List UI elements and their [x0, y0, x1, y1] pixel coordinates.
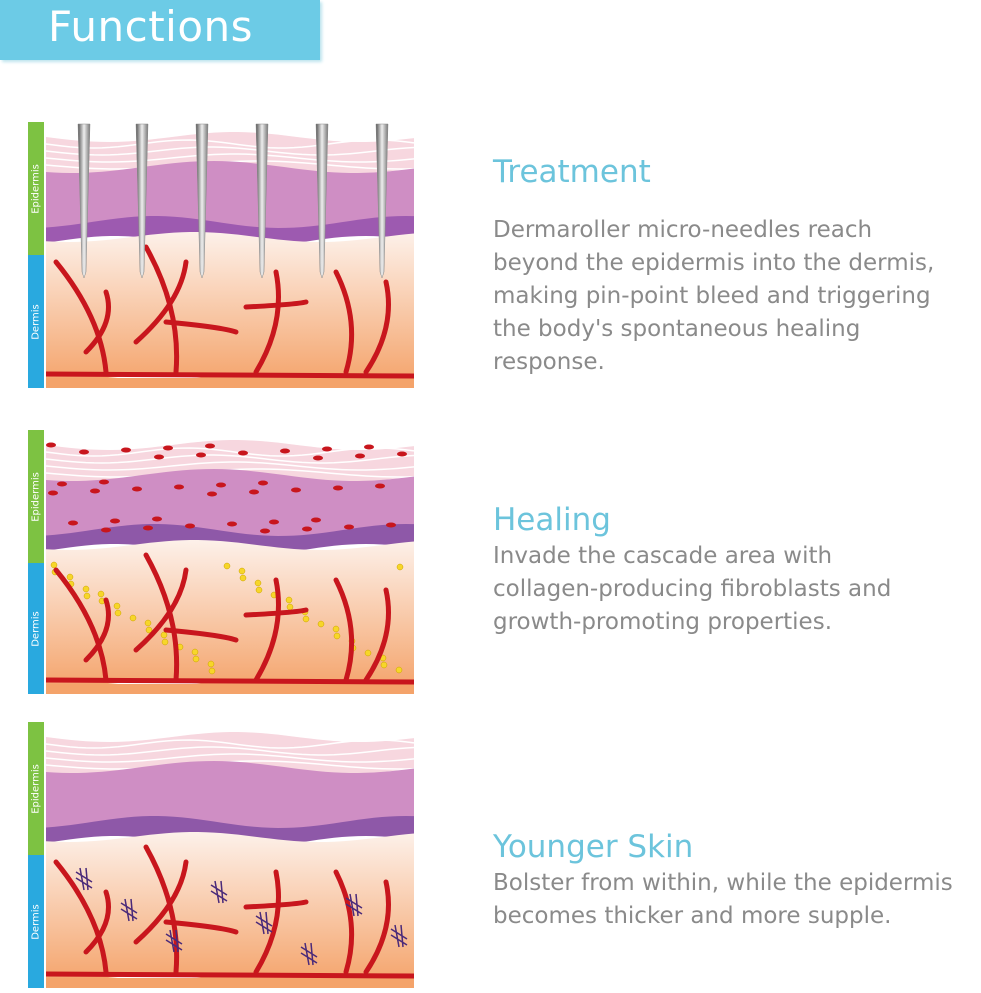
treatment-section: Treatment Dermaroller micro-needles reac… — [493, 152, 981, 379]
dermis-label-bar: Dermis — [28, 255, 44, 388]
epidermis-label: Epidermis — [30, 763, 42, 814]
epidermis-label: Epidermis — [30, 163, 42, 214]
page-title: Functions — [48, 2, 254, 51]
epidermis-label-bar: Epidermis — [28, 122, 44, 255]
treatment-diagram: Epidermis Dermis — [28, 122, 414, 388]
section-title: Healing — [493, 502, 611, 538]
body-line: response. — [493, 349, 605, 375]
body-line: Dermaroller micro-needles reach — [493, 217, 873, 243]
skin-healing-illustration — [46, 430, 414, 694]
body-line: Invade the cascade area with — [493, 543, 833, 569]
body-line: growth-promoting properties. — [493, 609, 833, 635]
epidermis-label: Epidermis — [30, 471, 42, 522]
body-line: collagen-producing fibroblasts and — [493, 576, 892, 602]
skin-needles-illustration — [46, 122, 414, 388]
title-banner: Functions — [0, 0, 320, 60]
younger-skin-diagram: Epidermis Dermis — [28, 722, 414, 988]
dermis-label: Dermis — [30, 610, 42, 647]
dermis-label: Dermis — [30, 303, 42, 340]
section-body: Dermaroller micro-needles reach beyond th… — [493, 214, 981, 379]
body-line: becomes thicker and more supple. — [493, 903, 892, 929]
dermis-label-bar: Dermis — [28, 563, 44, 694]
younger-skin-section: Younger Skin Bolster from within, while … — [493, 827, 981, 933]
epidermis-label-bar: Epidermis — [28, 430, 44, 563]
skin-younger-illustration — [46, 722, 414, 988]
dermis-label-bar: Dermis — [28, 855, 44, 988]
healing-section: Healing Invade the cascade area with coll… — [493, 500, 981, 639]
section-title: Younger Skin — [493, 829, 694, 865]
body-line: the body's spontaneous healing — [493, 316, 861, 342]
body-line: making pin-point bleed and triggering — [493, 283, 931, 309]
section-body: Invade the cascade area with collagen-pro… — [493, 540, 981, 639]
healing-diagram: Epidermis Dermis — [28, 430, 414, 694]
section-body: Bolster from within, while the epidermis… — [493, 867, 981, 933]
body-line: beyond the epidermis into the dermis, — [493, 250, 935, 276]
epidermis-label-bar: Epidermis — [28, 722, 44, 855]
section-title: Treatment — [493, 154, 651, 190]
dermis-label: Dermis — [30, 903, 42, 940]
body-line: Bolster from within, while the epidermis — [493, 870, 953, 896]
